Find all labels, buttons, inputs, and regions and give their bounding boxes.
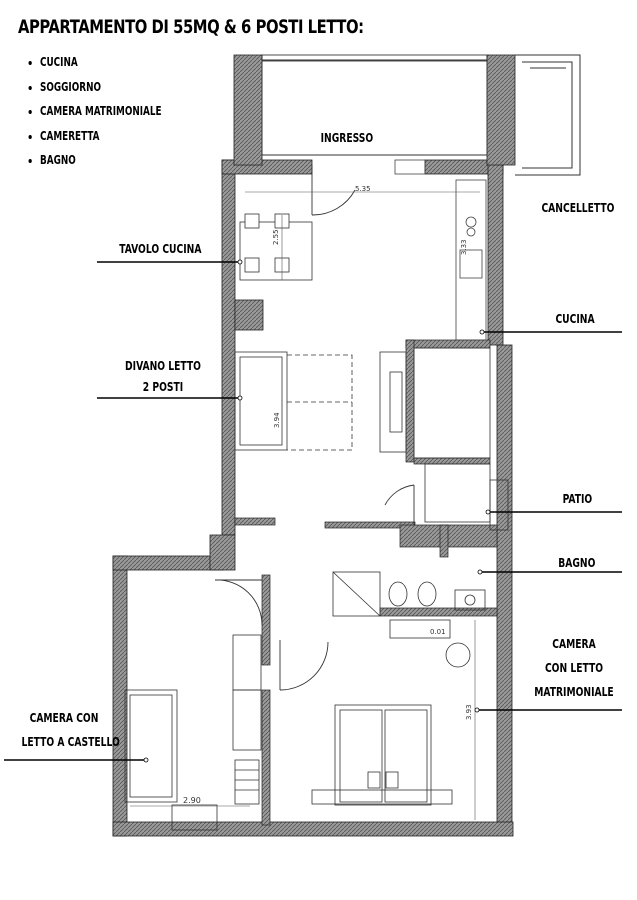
- dim-255: 2.55: [272, 229, 280, 245]
- patio-area: [379, 347, 509, 531]
- terrace: [261, 54, 581, 176]
- sofa-bed: [234, 351, 353, 451]
- dim-393: 3.93: [465, 704, 473, 720]
- dim-535: 5.35: [355, 185, 371, 193]
- label-divano-1: DIVANO LETTO: [125, 359, 201, 373]
- room-list: CUCINA SOGGIORNO CAMERA MATRIMONIALE CAM…: [26, 50, 188, 173]
- label-cancelletto: CANCELLETTO: [541, 201, 615, 215]
- room-item: CUCINA: [40, 50, 162, 75]
- label-bagno: BAGNO: [558, 556, 596, 570]
- room-item: CAMERA MATRIMONIALE: [40, 99, 162, 124]
- dim-001: 0.01: [430, 628, 446, 636]
- dining-table: [239, 213, 313, 281]
- doors: [214, 165, 415, 691]
- dim-333: 3.33: [460, 239, 468, 255]
- label-camera-3: MATRIMONIALE: [534, 685, 614, 699]
- dim-290: 2.90: [183, 796, 201, 805]
- label-tavolo-cucina: TAVOLO CUCINA: [119, 242, 202, 256]
- label-castello-1: CAMERA CON: [29, 711, 99, 725]
- kitchen-counter: [394, 159, 487, 341]
- label-cucina: CUCINA: [555, 312, 595, 326]
- bunk-bed: [124, 634, 262, 831]
- room-item: BAGNO: [40, 148, 162, 173]
- label-ingresso: INGRESSO: [320, 131, 374, 145]
- outer-walls: [112, 54, 516, 837]
- label-castello-2: LETTO A CASTELLO: [21, 735, 120, 749]
- dim-394: 3.94: [273, 412, 281, 428]
- label-camera-2: CON LETTO: [544, 661, 604, 675]
- label-divano-2: 2 POSTI: [142, 380, 184, 394]
- room-item: CAMERETTA: [40, 124, 162, 149]
- room-item: SOGGIORNO: [40, 75, 162, 100]
- label-patio: PATIO: [562, 492, 593, 506]
- double-bed: [311, 704, 453, 806]
- label-camera-1: CAMERA: [552, 637, 596, 651]
- dimension-lines: [130, 191, 480, 820]
- leader-dots: [143, 259, 491, 763]
- leader-lines: [4, 261, 622, 761]
- bathroom-fixtures: [332, 571, 486, 668]
- page-title: APPARTAMENTO DI 55MQ & 6 POSTI LETTO:: [18, 16, 364, 38]
